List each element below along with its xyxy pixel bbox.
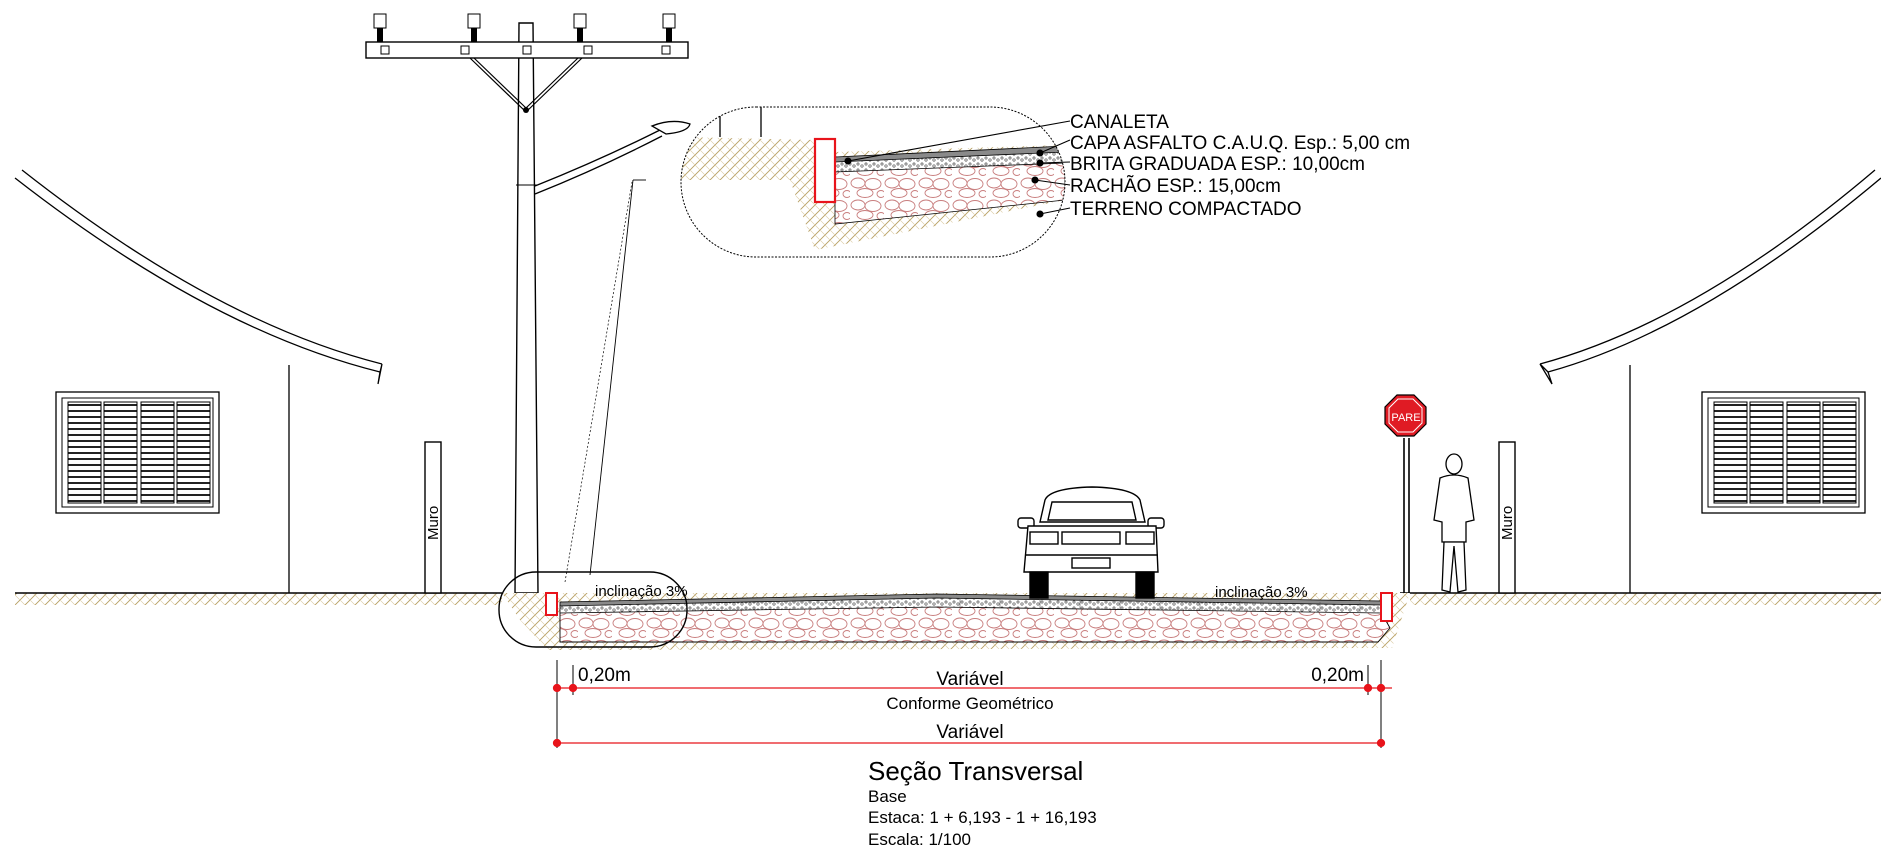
road-section xyxy=(498,571,1410,650)
wall-left: Muro xyxy=(424,441,442,594)
dim-gutter-left: 0,20m xyxy=(578,665,631,686)
layer-label-canaleta: CANALETA xyxy=(1070,112,1169,133)
title-scale: Escala: 1/100 xyxy=(868,830,971,849)
dim-gutter-right: 0,20m xyxy=(1311,665,1364,686)
detail-callout-left xyxy=(498,571,688,648)
person xyxy=(1433,453,1475,593)
layer-label-gravel: BRITA GRADUADA ESP.: 10,00cm xyxy=(1070,154,1365,175)
dim-variable-top: Variável xyxy=(936,669,1003,690)
title-base: Base xyxy=(868,787,907,806)
layer-label-soil: TERRENO COMPACTADO xyxy=(1070,199,1302,220)
gutter-left xyxy=(545,592,558,616)
title-main: Seção Transversal xyxy=(868,756,1083,786)
stop-sign-label: PARE xyxy=(1391,412,1420,424)
layer-label-asphalt: CAPA ASFALTO C.A.U.Q. Esp.: 5,00 cm xyxy=(1070,133,1410,154)
street-light-head xyxy=(650,120,691,135)
car xyxy=(1017,486,1165,599)
utility-pole xyxy=(365,13,691,594)
pavement-detail xyxy=(680,106,1066,258)
dim-geometric: Conforme Geométrico xyxy=(886,694,1053,713)
house-left xyxy=(14,169,383,593)
layer-label-rubble: RACHÃO ESP.: 15,00cm xyxy=(1070,175,1281,197)
street-light-arm xyxy=(534,129,661,187)
window-right xyxy=(1701,391,1866,514)
wall-left-label: Muro xyxy=(425,506,442,540)
dimension-lines xyxy=(552,660,1392,748)
slope-right-label: inclinação 3% xyxy=(1215,584,1308,601)
layer-labels: CANALETA CAPA ASFALTO C.A.U.Q. Esp.: 5,0… xyxy=(1070,112,1410,220)
crossarm-bolts xyxy=(380,45,671,55)
wall-right: Muro xyxy=(1498,441,1516,594)
window-left xyxy=(55,391,220,514)
stop-sign: PARE xyxy=(1384,394,1427,593)
title-stake: Estaca: 1 + 6,193 - 1 + 16,193 xyxy=(868,808,1097,827)
ground xyxy=(15,592,1881,605)
insulators xyxy=(373,13,676,42)
gutter-right xyxy=(1380,592,1393,622)
dim-variable-bottom: Variável xyxy=(936,722,1003,743)
layer-leaders xyxy=(844,120,1071,218)
slope-left-label: inclinação 3% xyxy=(595,583,688,600)
wall-right-label: Muro xyxy=(1499,506,1516,540)
title-block: Seção Transversal Base Estaca: 1 + 6,193… xyxy=(868,756,1097,849)
house-right xyxy=(1539,169,1881,593)
